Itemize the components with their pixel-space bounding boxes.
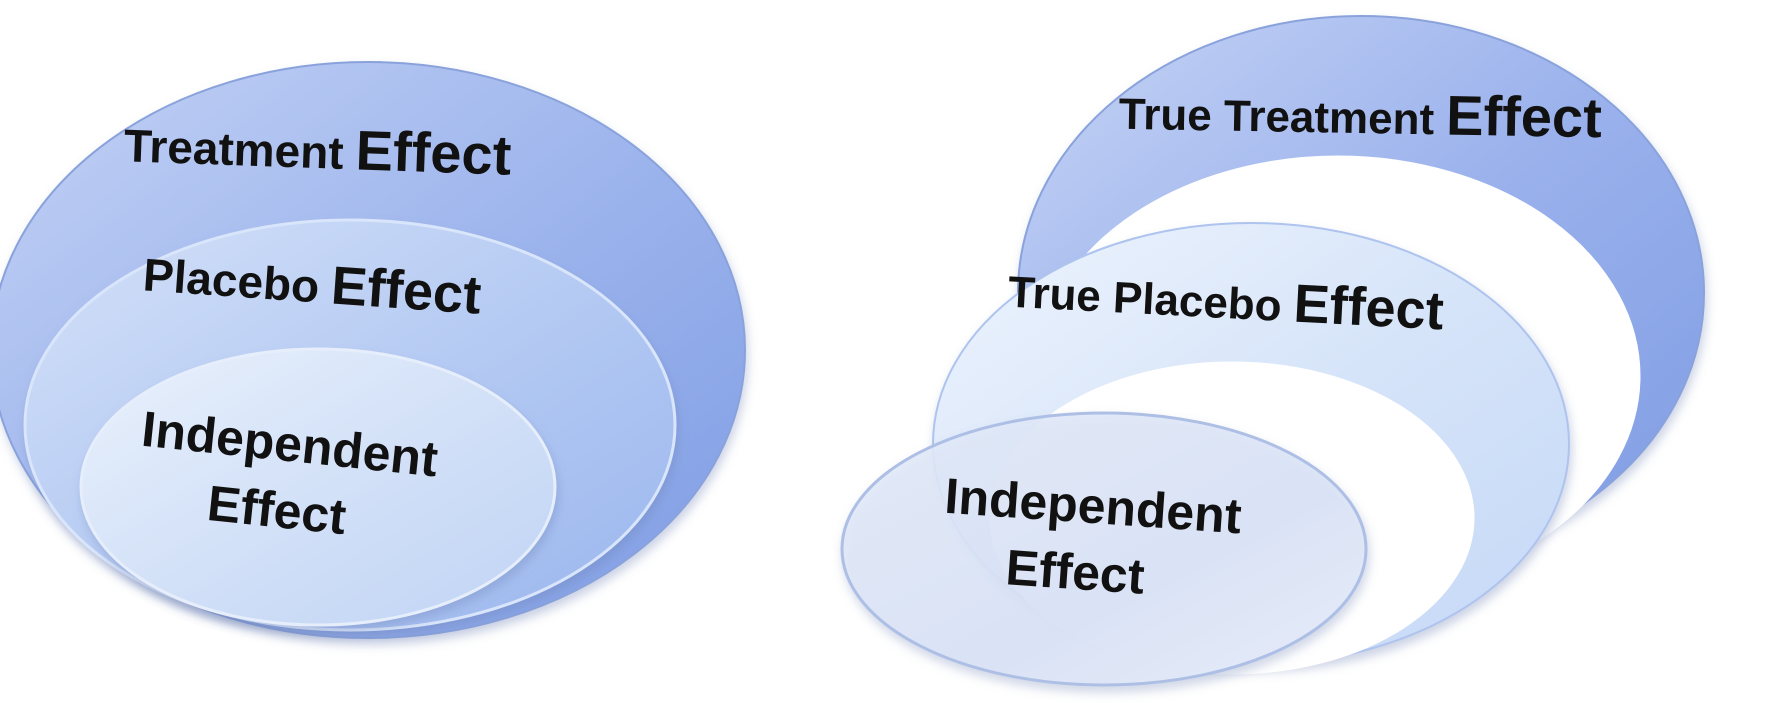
right-inner-label-line2: Effect xyxy=(1004,539,1147,605)
left-inner-ellipse xyxy=(79,347,557,627)
right-inner-ellipse xyxy=(840,411,1368,687)
